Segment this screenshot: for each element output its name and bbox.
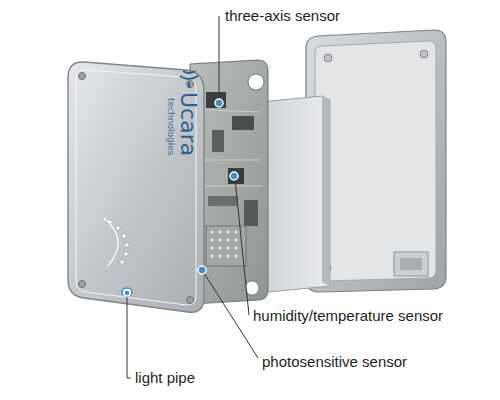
drawing-part — [234, 230, 237, 233]
drawing-part — [234, 238, 237, 241]
drawing-part — [215, 99, 223, 107]
part-label: humidity/temperature sensor — [253, 307, 443, 325]
front-housing — [68, 62, 204, 312]
drawing-part — [226, 254, 229, 257]
drawing-part — [219, 16, 220, 100]
brand-tagline: technologies — [166, 98, 176, 155]
part-label: light pipe — [135, 369, 195, 387]
drawing-part — [116, 226, 120, 230]
drawing-part — [124, 290, 130, 296]
drawing-part — [226, 238, 229, 241]
drawing-part — [208, 196, 238, 206]
drawing-part — [232, 116, 254, 130]
drawing-part — [228, 168, 244, 184]
drawing-part — [324, 54, 332, 62]
part-label: three-axis sensor — [225, 7, 340, 25]
drawing-part — [210, 254, 213, 257]
drawing-part — [200, 110, 262, 186]
drawing-part — [322, 96, 330, 286]
drawing-part — [315, 41, 436, 281]
drawing-part — [122, 234, 126, 238]
drawing-part — [124, 252, 128, 256]
drawing-part — [218, 254, 221, 257]
drawing-part — [235, 179, 249, 315]
drawing-part — [183, 71, 195, 73]
drawing-part — [210, 230, 237, 257]
logo-symbol — [180, 71, 198, 88]
drawing-part — [234, 246, 237, 249]
drawing-part — [210, 238, 213, 241]
drawing-part — [188, 82, 190, 88]
back-housing — [306, 30, 446, 292]
drawing-part — [187, 297, 194, 304]
drawing-part — [420, 50, 428, 58]
drawing-part — [68, 62, 204, 312]
drawing-part — [204, 273, 258, 358]
drawing-part — [218, 238, 221, 241]
drawing-part — [79, 73, 86, 80]
brand-logo: Ucara — [176, 92, 201, 156]
drawing-part — [210, 246, 213, 249]
drawing-part — [180, 76, 198, 79]
drawing-part — [226, 230, 229, 233]
drawing-part — [125, 243, 129, 247]
drawing-part — [244, 200, 258, 226]
drawing-part — [104, 218, 118, 266]
drawing-part — [120, 260, 124, 264]
drawing-part — [218, 230, 221, 233]
drawing-part — [212, 130, 224, 152]
drawing-part — [234, 254, 237, 257]
drawing-part — [210, 230, 213, 233]
leader-lines — [127, 16, 258, 378]
drawing-part — [226, 246, 229, 249]
drawing-part — [79, 281, 86, 288]
drawing-part — [187, 81, 194, 88]
drawing-part — [248, 74, 264, 90]
drawing-part — [394, 252, 428, 276]
drawing-part — [127, 296, 131, 378]
part-label: photosensitive sensor — [262, 353, 407, 371]
drawing-part — [306, 30, 446, 292]
light-pipe — [122, 288, 132, 296]
drawing-part — [198, 266, 206, 274]
drawing-part — [400, 258, 422, 270]
drawing-part — [218, 246, 221, 249]
drawing-part — [206, 92, 226, 108]
drawing-part — [230, 172, 238, 180]
